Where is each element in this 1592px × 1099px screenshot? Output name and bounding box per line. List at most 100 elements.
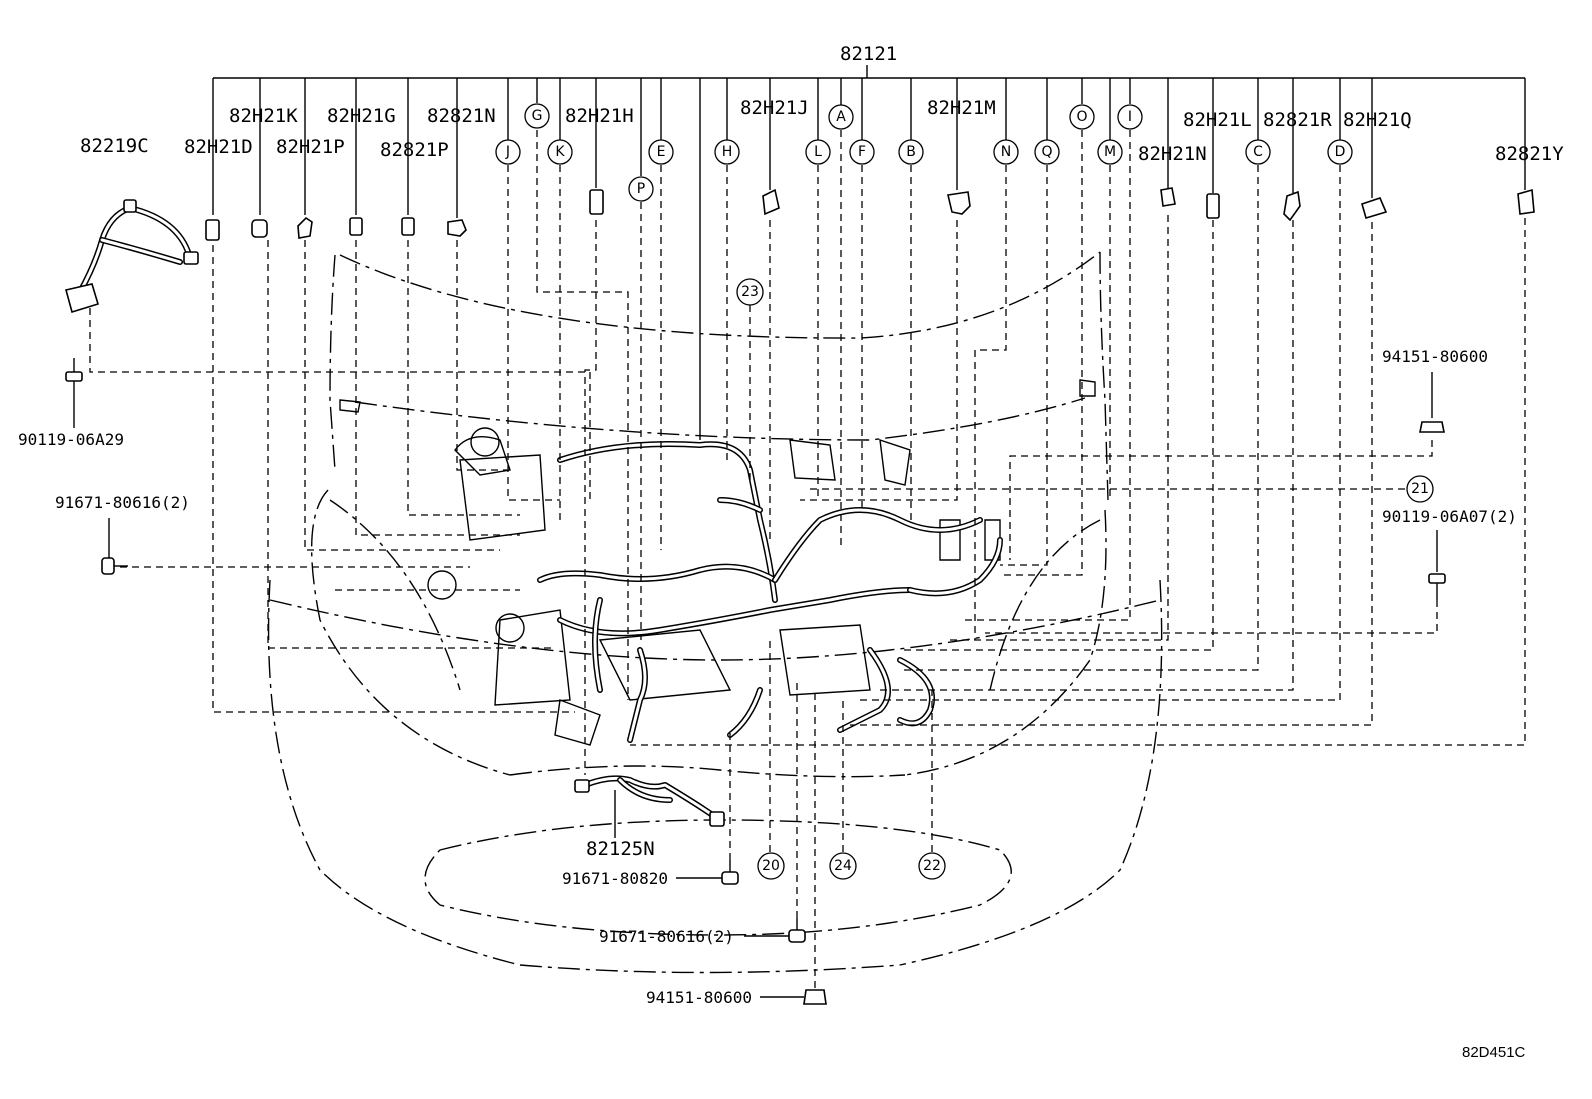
bolt-91671-80616-left-icon[interactable] bbox=[101, 518, 128, 575]
svg-text:O: O bbox=[1076, 109, 1087, 125]
vehicle-body-outline bbox=[267, 251, 1163, 974]
connector-82h21l-icon[interactable] bbox=[1206, 193, 1220, 219]
connector-82h21d-icon[interactable] bbox=[205, 219, 220, 241]
bolt-91671-80820-icon[interactable] bbox=[676, 860, 739, 885]
marker-p[interactable]: P bbox=[628, 176, 654, 202]
marker-h[interactable]: H bbox=[714, 139, 740, 165]
label-94151-80600-bottom[interactable]: 94151-80600 bbox=[646, 988, 752, 1007]
marker-g[interactable]: G bbox=[524, 103, 550, 129]
connector-82h21j-icon[interactable] bbox=[762, 188, 780, 216]
label-82h21q[interactable]: 82H21Q bbox=[1343, 109, 1412, 131]
leader-lines bbox=[89, 78, 1526, 988]
svg-text:M: M bbox=[1104, 144, 1116, 160]
svg-text:23: 23 bbox=[741, 284, 759, 300]
marker-24[interactable]: 24 bbox=[829, 852, 857, 880]
connector-82h21k-icon[interactable] bbox=[251, 219, 268, 238]
marker-e[interactable]: E bbox=[648, 139, 674, 165]
label-82821y[interactable]: 82821Y bbox=[1495, 143, 1564, 165]
nut-94151-80600-right-icon[interactable] bbox=[1419, 372, 1445, 433]
marker-j[interactable]: J bbox=[495, 139, 521, 165]
text-labels: 82121 82H21K 82H21G 82821N 82H21D 82H21P… bbox=[18, 43, 1564, 1061]
label-82h21n[interactable]: 82H21N bbox=[1138, 143, 1207, 165]
connector-icons bbox=[205, 187, 1535, 241]
nut-94151-80600-bottom-icon[interactable] bbox=[760, 989, 827, 1005]
connector-82821p-icon[interactable] bbox=[401, 217, 415, 236]
label-82821p[interactable]: 82821P bbox=[380, 139, 449, 161]
svg-text:K: K bbox=[555, 144, 565, 160]
sensor-82219c[interactable] bbox=[65, 199, 199, 314]
label-82h21g[interactable]: 82H21G bbox=[327, 105, 396, 127]
marker-q[interactable]: Q bbox=[1034, 139, 1060, 165]
main-part-bracket bbox=[213, 65, 1525, 79]
marker-23[interactable]: 23 bbox=[736, 278, 764, 306]
main-harness bbox=[537, 441, 1003, 743]
label-82821n[interactable]: 82821N bbox=[427, 105, 496, 127]
marker-i[interactable]: I bbox=[1117, 104, 1143, 130]
svg-text:H: H bbox=[722, 144, 733, 160]
svg-text:N: N bbox=[1001, 144, 1011, 160]
connector-82h21q-icon[interactable] bbox=[1361, 197, 1388, 219]
label-82h21j[interactable]: 82H21J bbox=[740, 97, 809, 119]
label-90119-06a07[interactable]: 90119-06A07(2) bbox=[1382, 507, 1517, 526]
connector-82821y-icon[interactable] bbox=[1517, 188, 1535, 215]
svg-text:L: L bbox=[814, 144, 822, 160]
label-91671-80616-bottom[interactable]: 91671-80616(2) bbox=[599, 927, 734, 946]
svg-text:22: 22 bbox=[923, 858, 941, 874]
marker-k[interactable]: K bbox=[547, 139, 573, 165]
svg-text:I: I bbox=[1128, 109, 1132, 125]
letter-markers: G A O I J K E H L F B N Q M C D P bbox=[495, 103, 1353, 202]
label-94151-80600-right[interactable]: 94151-80600 bbox=[1382, 347, 1488, 366]
svg-text:C: C bbox=[1253, 144, 1263, 160]
label-91671-80820[interactable]: 91671-80820 bbox=[562, 869, 668, 888]
bolt-91671-80616-bottom-icon[interactable] bbox=[744, 918, 806, 943]
connector-82h21m-icon[interactable] bbox=[947, 191, 971, 215]
label-82125n[interactable]: 82125N bbox=[586, 838, 655, 860]
engine-bay-details bbox=[339, 379, 1096, 746]
marker-o[interactable]: O bbox=[1069, 104, 1095, 130]
number-markers: 23 21 20 24 22 bbox=[736, 278, 1434, 880]
label-82h21h[interactable]: 82H21H bbox=[565, 105, 634, 127]
svg-text:20: 20 bbox=[762, 858, 780, 874]
connector-82821r-icon[interactable] bbox=[1283, 190, 1301, 222]
svg-text:J: J bbox=[505, 144, 510, 160]
svg-text:24: 24 bbox=[834, 858, 852, 874]
marker-b[interactable]: B bbox=[898, 139, 924, 165]
connector-82h21n-icon[interactable] bbox=[1160, 187, 1176, 207]
label-82h21l[interactable]: 82H21L bbox=[1183, 109, 1252, 131]
svg-text:A: A bbox=[836, 109, 846, 125]
svg-text:P: P bbox=[637, 181, 645, 197]
connector-82h21h-icon[interactable] bbox=[589, 189, 604, 215]
label-82h21k[interactable]: 82H21K bbox=[229, 105, 298, 127]
connector-82821n-icon[interactable] bbox=[447, 219, 467, 237]
sub-harness-82125n[interactable] bbox=[574, 775, 725, 838]
marker-l[interactable]: L bbox=[805, 139, 831, 165]
connector-82h21g-icon[interactable] bbox=[349, 217, 363, 236]
marker-21[interactable]: 21 bbox=[1406, 475, 1434, 503]
svg-text:D: D bbox=[1335, 144, 1346, 160]
label-82h21m[interactable]: 82H21M bbox=[927, 97, 996, 119]
bolt-90119-06a29-icon[interactable] bbox=[65, 358, 83, 428]
svg-text:B: B bbox=[906, 144, 916, 160]
bolt-90119-06a07-icon[interactable] bbox=[1428, 530, 1446, 600]
marker-20[interactable]: 20 bbox=[757, 852, 785, 880]
label-91671-80616-left[interactable]: 91671-80616(2) bbox=[55, 493, 190, 512]
marker-a[interactable]: A bbox=[828, 104, 854, 130]
label-82219c[interactable]: 82219C bbox=[80, 135, 149, 157]
label-82821r[interactable]: 82821R bbox=[1263, 109, 1332, 131]
marker-m[interactable]: M bbox=[1097, 139, 1123, 165]
diagram-code: 82D451C bbox=[1462, 1044, 1526, 1061]
main-part-label[interactable]: 82121 bbox=[840, 43, 897, 65]
marker-d[interactable]: D bbox=[1327, 139, 1353, 165]
svg-text:G: G bbox=[532, 108, 543, 124]
marker-c[interactable]: C bbox=[1245, 139, 1271, 165]
connector-82h21p-icon[interactable] bbox=[297, 216, 313, 239]
svg-text:F: F bbox=[858, 144, 866, 160]
label-82h21p[interactable]: 82H21P bbox=[276, 136, 345, 158]
fastener-icons bbox=[65, 358, 1446, 1005]
marker-n[interactable]: N bbox=[993, 139, 1019, 165]
marker-22[interactable]: 22 bbox=[918, 852, 946, 880]
label-90119-06a29[interactable]: 90119-06A29 bbox=[18, 430, 124, 449]
label-82h21d[interactable]: 82H21D bbox=[184, 136, 253, 158]
marker-f[interactable]: F bbox=[849, 139, 875, 165]
